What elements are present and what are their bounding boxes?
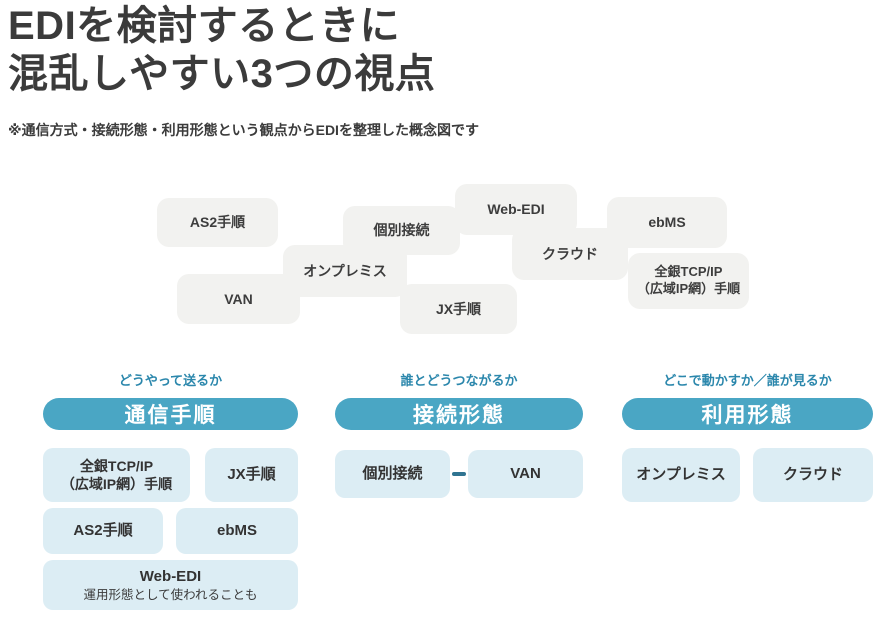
header-pill-connection: 接続形態 xyxy=(335,398,583,430)
cloud-box-zengin: 全銀TCP/IP （広域IP網）手順 xyxy=(628,253,749,309)
item-box-jx: JX手順 xyxy=(205,448,298,502)
cloud-box-jx: JX手順 xyxy=(400,284,517,334)
item-box-zengin: 全銀TCP/IP （広域IP網）手順 xyxy=(43,448,190,502)
item-box-web-edi: Web-EDI 運用形態として使われることも xyxy=(43,560,298,610)
cloud-box-zengin-line1: 全銀TCP/IP xyxy=(654,264,723,280)
page-title-line1: EDIを検討するときに xyxy=(8,4,401,48)
item-box-as2: AS2手順 xyxy=(43,508,163,554)
item-box-web-edi-label: Web-EDI xyxy=(139,567,202,585)
cloud-box-web-edi: Web-EDI xyxy=(455,184,577,235)
item-box-zengin-line1: 全銀TCP/IP xyxy=(79,457,154,474)
page-subtitle: ※通信方式・接続形態・利用形態という観点からEDIを整理した概念図です xyxy=(8,122,479,138)
page-title-line2: 混乱しやすい3つの視点 xyxy=(8,52,436,96)
cloud-box-cloud: クラウド xyxy=(512,228,628,280)
cloud-box-as2: AS2手順 xyxy=(157,198,278,247)
connector-line xyxy=(452,472,466,476)
question-label-usage: どこで動かすか／誰が見るか xyxy=(663,372,832,388)
item-box-kobetsu-setsuzoku: 個別接続 xyxy=(335,450,450,498)
cloud-box-onpremise: オンプレミス xyxy=(283,245,407,297)
question-label-connection: 誰とどうつながるか xyxy=(400,372,518,388)
item-box-zengin-line2: （広域IP網）手順 xyxy=(60,476,173,492)
item-box-web-edi-note: 運用形態として使われることも xyxy=(83,588,258,603)
page-title: EDIを検討するときに 混乱しやすい3つの視点 xyxy=(8,2,435,98)
header-pill-communication: 通信手順 xyxy=(43,398,298,430)
cloud-box-van: VAN xyxy=(177,274,300,324)
item-box-van: VAN xyxy=(468,450,583,498)
item-box-ebms: ebMS xyxy=(176,508,298,554)
item-box-onpremise: オンプレミス xyxy=(622,448,740,502)
header-pill-usage: 利用形態 xyxy=(622,398,873,430)
question-label-communication: どうやって送るか xyxy=(118,372,223,388)
cloud-box-zengin-line2: （広域IP網）手順 xyxy=(636,281,741,296)
item-box-cloud: クラウド xyxy=(753,448,873,502)
